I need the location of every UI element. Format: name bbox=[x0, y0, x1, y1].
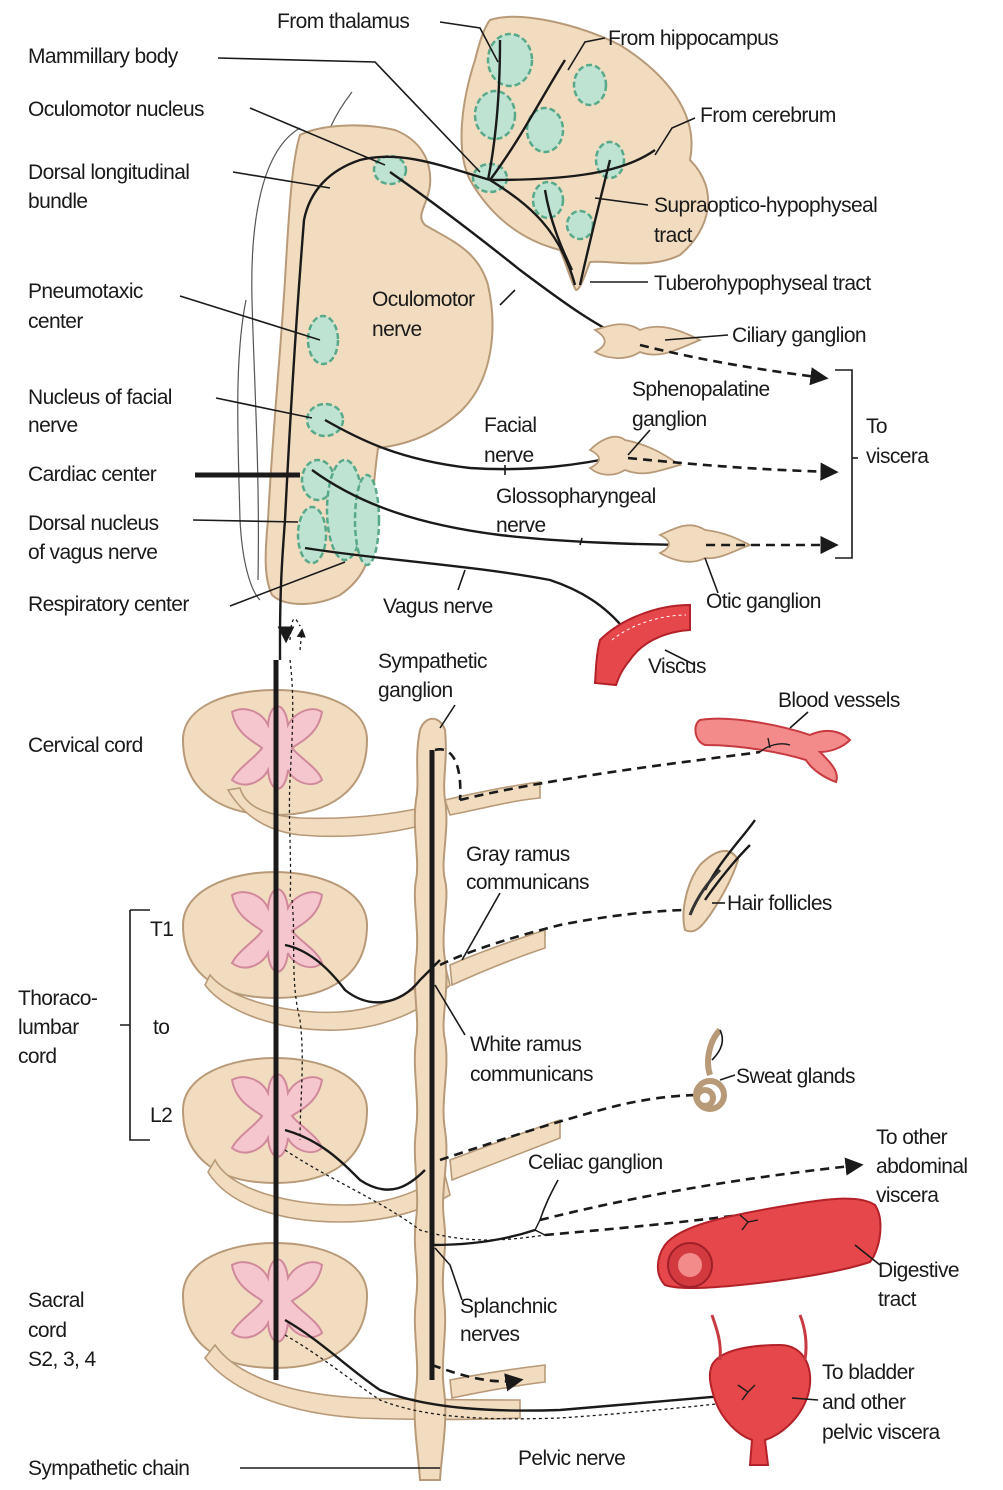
label-pneumotaxic-1: Pneumotaxic bbox=[28, 280, 143, 303]
label-tuberohypophyseal: Tuberohypophyseal tract bbox=[654, 272, 871, 295]
label-vagus-nerve: Vagus nerve bbox=[383, 595, 493, 618]
label-oculomotor-nucleus: Oculomotor nucleus bbox=[28, 98, 204, 121]
label-splanchnic-1: Splanchnic bbox=[460, 1295, 557, 1318]
label-supraoptico-1: Supraoptico-hypophyseal bbox=[654, 194, 877, 217]
label-splanchnic-2: nerves bbox=[460, 1323, 520, 1346]
sweat-gland-shape bbox=[696, 1030, 724, 1109]
label-oculomotor-nerve-2: nerve bbox=[372, 318, 422, 341]
label-sacral-3: S2, 3, 4 bbox=[28, 1348, 97, 1371]
label-hair-follicles: Hair follicles bbox=[727, 892, 832, 915]
otic-ganglion-shape bbox=[660, 525, 750, 562]
t1-cord-segment bbox=[183, 872, 545, 1030]
label-to: to bbox=[153, 1016, 169, 1039]
label-dorsal-longitudinal-2: bundle bbox=[28, 190, 87, 213]
cervical-cord-segment bbox=[183, 690, 540, 836]
label-respiratory-center: Respiratory center bbox=[28, 593, 189, 616]
cranial-ganglia bbox=[590, 324, 858, 562]
label-gray-ramus-1: Gray ramus bbox=[466, 843, 570, 866]
label-sacral-2: cord bbox=[28, 1319, 66, 1342]
label-sphenopalatine-2: ganglion bbox=[632, 408, 707, 431]
label-thoraco-2: lumbar bbox=[18, 1016, 79, 1039]
blood-vessel-shape bbox=[695, 719, 850, 782]
label-white-ramus-1: White ramus bbox=[470, 1033, 581, 1056]
label-to-bladder-3: pelvic viscera bbox=[822, 1421, 941, 1444]
label-oculomotor-nerve-1: Oculomotor bbox=[372, 288, 475, 311]
label-l2: L2 bbox=[150, 1104, 172, 1127]
label-to-other-3: viscera bbox=[876, 1184, 939, 1207]
label-dorsal-vagus-2: of vagus nerve bbox=[28, 541, 157, 564]
label-glossopharyngeal-1: Glossopharyngeal bbox=[496, 485, 656, 508]
label-blood-vessels: Blood vessels bbox=[778, 689, 900, 712]
label-facial-nerve-1: Facial bbox=[484, 414, 536, 437]
label-cardiac-center: Cardiac center bbox=[28, 463, 157, 486]
label-from-thalamus: From thalamus bbox=[277, 10, 409, 33]
label-sympathetic-chain: Sympathetic chain bbox=[28, 1457, 189, 1480]
label-to-bladder-2: and other bbox=[822, 1391, 906, 1414]
label-from-hippocampus: From hippocampus bbox=[608, 27, 778, 50]
label-cervical-cord: Cervical cord bbox=[28, 734, 143, 757]
label-digestive-1: Digestive bbox=[878, 1259, 959, 1282]
label-to-viscera-1: To bbox=[866, 415, 887, 438]
label-sympathetic-ganglion-2: ganglion bbox=[378, 679, 453, 702]
label-dorsal-vagus-1: Dorsal nucleus bbox=[28, 512, 159, 535]
label-to-other-2: abdominal bbox=[876, 1155, 968, 1178]
label-thoraco-1: Thoraco- bbox=[18, 987, 98, 1010]
label-gray-ramus-2: communicans bbox=[466, 871, 589, 894]
label-supraoptico-2: tract bbox=[654, 224, 693, 247]
label-facial-nerve-2: nerve bbox=[484, 444, 534, 467]
label-viscus: Viscus bbox=[648, 655, 706, 678]
label-sweat-glands: Sweat glands bbox=[736, 1065, 855, 1088]
label-ciliary-ganglion: Ciliary ganglion bbox=[732, 324, 866, 347]
label-glossopharyngeal-2: nerve bbox=[496, 514, 546, 537]
label-to-bladder-1: To bladder bbox=[822, 1361, 915, 1384]
label-nucleus-facial-1: Nucleus of facial bbox=[28, 386, 172, 409]
label-otic-ganglion: Otic ganglion bbox=[706, 590, 821, 613]
label-sphenopalatine-1: Sphenopalatine bbox=[632, 378, 770, 401]
label-pelvic-nerve: Pelvic nerve bbox=[518, 1447, 625, 1470]
label-from-cerebrum: From cerebrum bbox=[700, 104, 836, 127]
label-dorsal-longitudinal-1: Dorsal longitudinal bbox=[28, 161, 189, 184]
label-to-viscera-2: viscera bbox=[866, 445, 929, 468]
label-digestive-2: tract bbox=[878, 1288, 917, 1311]
label-nucleus-facial-2: nerve bbox=[28, 414, 78, 437]
label-sympathetic-ganglion-1: Sympathetic bbox=[378, 650, 487, 673]
label-white-ramus-2: communicans bbox=[470, 1063, 593, 1086]
sympathetic-chain-structure bbox=[415, 719, 447, 1480]
label-thoraco-3: cord bbox=[18, 1045, 56, 1068]
label-celiac-ganglion: Celiac ganglion bbox=[528, 1151, 663, 1174]
peripheral-effectors bbox=[658, 719, 881, 1465]
label-pneumotaxic-2: center bbox=[28, 310, 83, 333]
label-mammillary-body: Mammillary body bbox=[28, 45, 179, 68]
label-to-other-1: To other bbox=[876, 1126, 948, 1149]
sphenopalatine-ganglion-shape bbox=[590, 437, 680, 475]
label-sacral-1: Sacral bbox=[28, 1289, 84, 1312]
label-t1: T1 bbox=[150, 918, 173, 941]
bladder-shape bbox=[710, 1345, 810, 1465]
ciliary-ganglion-shape bbox=[595, 324, 700, 358]
